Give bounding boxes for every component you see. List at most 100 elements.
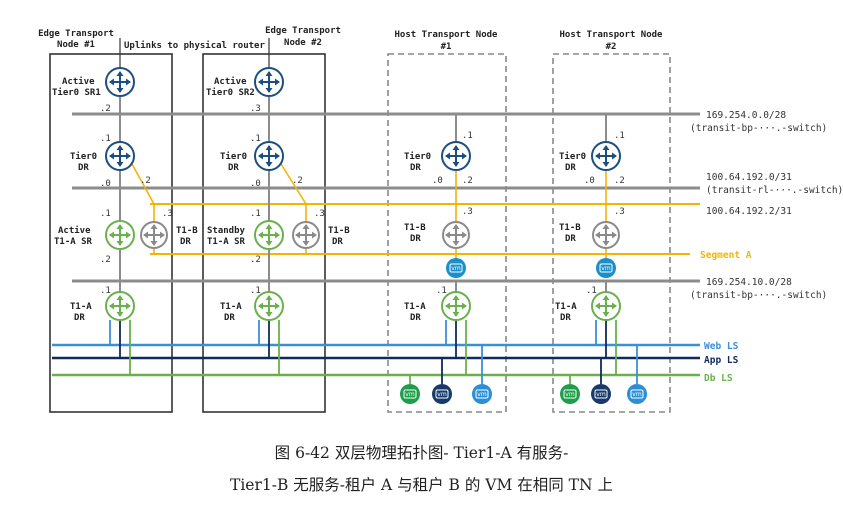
svg-text:.1: .1 xyxy=(100,134,111,144)
svg-text:vm: vm xyxy=(437,391,447,398)
net-label-transit-rl: (transit-rl-···.-switch) xyxy=(706,185,843,196)
host-node-1-title: Host Transport Node xyxy=(395,30,499,40)
svg-text:.2: .2 xyxy=(140,176,151,186)
svg-text:.1: .1 xyxy=(250,286,261,296)
vm-web-h2-icon: vm xyxy=(627,384,647,404)
h1-t1bdr-label-2: DR xyxy=(410,234,421,244)
svg-text:.1: .1 xyxy=(614,131,625,141)
router-h2-t1b-dr-icon xyxy=(592,221,620,249)
topology-diagram: Edge Transport Node #1 Edge Transport No… xyxy=(38,26,843,413)
net-label-segment-a: Segment A xyxy=(700,250,752,261)
router-e1-tier0-sr-icon xyxy=(105,67,135,97)
e1-t1bdr-label-2: DR xyxy=(180,237,191,247)
router-e2-tier0-sr-icon xyxy=(254,67,284,97)
h2-t0dr-label-1: Tier0 xyxy=(559,151,586,162)
e2-t0dr-label-1: Tier0 xyxy=(220,151,247,162)
caption-line-1: 图 6-42 双层物理拓扑图- Tier1-A 有服务- xyxy=(274,444,569,462)
h2-t1bdr-label-1: T1-B xyxy=(559,223,581,233)
svg-text:.0: .0 xyxy=(100,179,111,189)
svg-text:vm: vm xyxy=(565,391,575,398)
svg-text:.2: .2 xyxy=(462,176,473,186)
h1-t1adr-label-1: T1-A xyxy=(404,302,426,312)
e2-t1asr-label-1: Standby xyxy=(207,226,246,236)
svg-text:.1: .1 xyxy=(462,131,473,141)
e1-t1adr-label-2: DR xyxy=(74,313,85,323)
svg-text:.0: .0 xyxy=(250,179,261,189)
uplink-label: Uplinks to physical router xyxy=(124,40,265,51)
net-label-web-ls: Web LS xyxy=(704,341,739,352)
vertical-links xyxy=(119,95,607,292)
h2-t1adr-label-2: DR xyxy=(560,313,571,323)
router-e2-t1a-dr-icon xyxy=(254,291,284,321)
router-h1-tier0-dr-icon xyxy=(441,141,471,171)
net-label-100-64-192-2: 100.64.192.2/31 xyxy=(706,206,792,217)
router-h1-t1a-dr-icon xyxy=(441,291,471,321)
e1-t1asr-label-1: Active xyxy=(58,225,91,236)
router-h1-t1b-dr-icon xyxy=(442,221,470,249)
edge-node-2-subtitle: Node #2 xyxy=(284,38,322,48)
e1-t1adr-label-1: T1-A xyxy=(70,302,92,312)
router-e1-tier0-dr-icon xyxy=(105,141,135,171)
svg-text:.3: .3 xyxy=(614,207,625,217)
edge-node-2-title: Edge Transport xyxy=(265,26,341,36)
net-label-100-64-192-0: 100.64.192.0/31 xyxy=(706,172,792,183)
router-h2-t1a-dr-icon xyxy=(591,291,621,321)
svg-text:.2: .2 xyxy=(250,255,261,265)
net-label-transit-bp-1: (transit-bp-···.-switch) xyxy=(690,123,827,134)
edge-node-1-box xyxy=(49,53,173,413)
svg-text:.1: .1 xyxy=(436,286,447,296)
svg-text:.2: .2 xyxy=(100,255,111,265)
svg-text:.1: .1 xyxy=(586,286,597,296)
h2-t0dr-label-2: DR xyxy=(565,163,576,173)
svg-text:vm: vm xyxy=(451,265,461,272)
port-labels: .2 .3 .1 .1 .1 .1 .0 .0 .0 .0 .2 .2 .2 .… xyxy=(100,104,625,296)
svg-text:.1: .1 xyxy=(250,134,261,144)
e2-t0dr-label-2: DR xyxy=(228,163,239,173)
svg-text:.0: .0 xyxy=(432,176,443,186)
e2-t0sr-label-1: Active xyxy=(214,76,247,87)
net-label-transit-bp-2: (transit-bp-···.-switch) xyxy=(690,290,827,301)
e2-t1bdr-label-2: DR xyxy=(332,237,343,247)
svg-text:.3: .3 xyxy=(250,104,261,114)
vm-app-h1-icon: vm xyxy=(432,384,452,404)
vm-db-h2-icon: vm xyxy=(560,384,580,404)
router-h2-tier0-dr-icon xyxy=(591,141,621,171)
host-node-1-box xyxy=(387,53,507,413)
svg-text:vm: vm xyxy=(632,391,642,398)
svg-text:.3: .3 xyxy=(314,209,325,219)
e1-t0dr-label-2: DR xyxy=(78,163,89,173)
h1-t0dr-label-1: Tier0 xyxy=(404,151,431,162)
edge-node-1-subtitle: Node #1 xyxy=(57,40,95,50)
svg-text:.3: .3 xyxy=(462,207,473,217)
host-node-2-box xyxy=(552,53,671,413)
edge-node-1-title: Edge Transport xyxy=(38,29,114,39)
svg-text:.1: .1 xyxy=(250,209,261,219)
h1-t1adr-label-2: DR xyxy=(410,313,421,323)
host-node-2-subtitle: #2 xyxy=(606,42,617,52)
e1-t1asr-label-2: T1-A SR xyxy=(54,237,93,247)
router-e2-t1b-dr-icon xyxy=(292,221,320,249)
e2-t1adr-label-2: DR xyxy=(224,313,235,323)
vm-web-h1-icon: vm xyxy=(472,384,492,404)
ls-drops xyxy=(109,320,638,384)
router-e1-t1b-dr-icon xyxy=(140,221,168,249)
e2-t1bdr-label-1: T1-B xyxy=(328,226,350,236)
net-label-db-ls: Db LS xyxy=(704,373,733,384)
svg-text:vm: vm xyxy=(596,391,606,398)
net-label-169-254-10-0: 169.254.10.0/28 xyxy=(706,277,792,288)
e1-t1bdr-label-1: T1-B xyxy=(176,226,198,236)
svg-text:vm: vm xyxy=(477,391,487,398)
router-e2-t1a-sr-icon xyxy=(254,220,284,250)
e1-t0dr-label-1: Tier0 xyxy=(70,151,97,162)
svg-text:.1: .1 xyxy=(100,209,111,219)
e2-t0sr-label-2: Tier0 SR2 xyxy=(206,87,255,98)
e2-t1asr-label-2: T1-A SR xyxy=(207,237,246,247)
net-label-app-ls: App LS xyxy=(704,355,739,366)
vm-segment-h2-icon: vm xyxy=(596,258,616,278)
h1-t1bdr-label-1: T1-B xyxy=(404,223,426,233)
svg-text:vm: vm xyxy=(601,265,611,272)
h2-t1bdr-label-2: DR xyxy=(565,234,576,244)
host-node-1-subtitle: #1 xyxy=(441,42,452,52)
vm-app-h2-icon: vm xyxy=(591,384,611,404)
h1-t0dr-label-2: DR xyxy=(410,163,421,173)
